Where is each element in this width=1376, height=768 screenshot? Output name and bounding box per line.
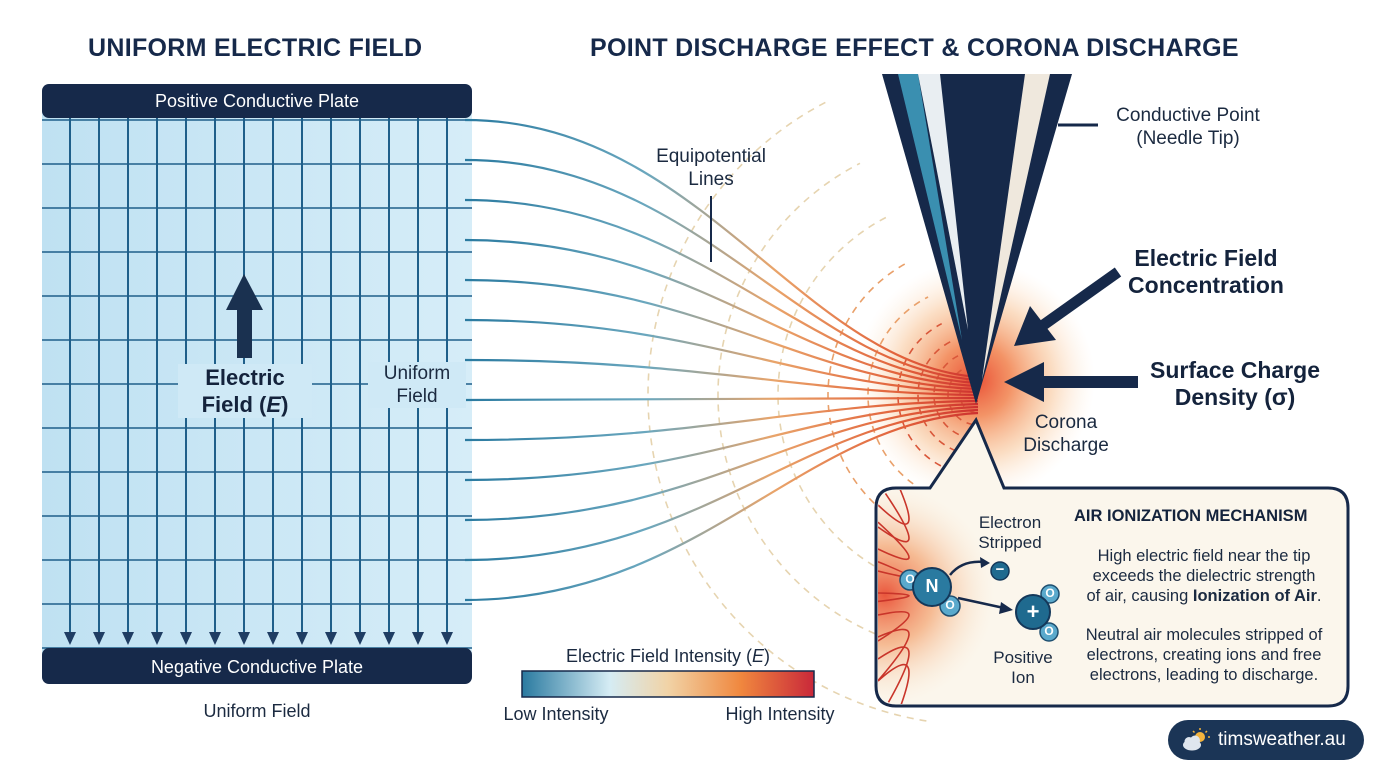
right-title: POINT DISCHARGE EFFECT & CORONA DISCHARG… (590, 34, 1239, 62)
nitrogen-atom-label: N (925, 576, 939, 596)
ionization-paragraph-1: High electric field near the tip exceeds… (1086, 547, 1322, 605)
cloud-sun-icon (1183, 728, 1210, 751)
electric-field-label: Electric Field (E) (178, 364, 312, 418)
electron-path-arrow-icon (949, 560, 985, 576)
arrow-down-icon (64, 632, 76, 645)
ion-path-arrow-icon (957, 596, 1005, 610)
field-line-curve (464, 318, 979, 394)
arrow-down-icon (296, 632, 308, 645)
ion-plus-sign: + (1026, 599, 1040, 624)
needle-label: Conductive Point (Needle Tip) (1116, 105, 1260, 149)
uniform-field-caption: Uniform Field (203, 701, 311, 721)
positive-ion (1015, 584, 1060, 642)
surface-charge-label: Surface Charge Density (σ) (1149, 357, 1320, 410)
arrow-down-icon (122, 632, 134, 645)
oxygen-atom-label-4: O (1044, 624, 1054, 638)
ionization-paragraph-2: Neutral air molecules stripped of electr… (1085, 626, 1323, 684)
nitrogen-molecule (899, 567, 961, 617)
ionization-title: AIR IONIZATION MECHANISM (1074, 507, 1308, 525)
negative-plate (42, 648, 472, 684)
field-line-curve (464, 399, 979, 442)
field-direction-arrow-icon (226, 274, 263, 358)
badge-text: timsweather.au (1218, 729, 1346, 750)
arrow-down-icon (267, 632, 279, 645)
concentration-arrow-icon (1014, 267, 1122, 346)
equipotential-line (897, 323, 966, 475)
positive-ion-label: Positive Ion (993, 648, 1053, 687)
legend-low-label: Low Intensity (503, 704, 609, 724)
equipotential-line (777, 216, 947, 594)
surface-charge-arrow-icon (1004, 362, 1138, 402)
equipotential-label: Equipotential Lines (656, 146, 766, 190)
arrow-down-icon (354, 632, 366, 645)
ionization-callout (874, 416, 1350, 708)
field-line-curve (464, 118, 979, 379)
callout-field-line (878, 521, 910, 561)
field-line-curve (464, 402, 979, 482)
arrow-down-icon (412, 632, 424, 645)
positive-plate (42, 84, 472, 118)
callout-field-line (878, 592, 910, 603)
positive-plate-label: Positive Conductive Plate (154, 91, 360, 111)
field-line-curve (464, 278, 979, 391)
needle-tip (882, 74, 1072, 404)
arrow-down-icon (383, 632, 395, 645)
field-line-curve (464, 238, 979, 388)
oxygen-atom-label-3: O (1045, 586, 1055, 600)
field-line-curve (464, 396, 979, 402)
field-line-curve (464, 358, 979, 397)
corona-label: Corona Discharge (1023, 412, 1109, 456)
intensity-colorbar (521, 670, 815, 698)
arrow-down-icon (441, 632, 453, 645)
legend-title: Electric Field Intensity (E) (565, 646, 771, 666)
arrow-down-icon (238, 632, 250, 645)
arrow-down-icon (93, 632, 105, 645)
electron-stripped-label: Electron Stripped (978, 513, 1042, 552)
oxygen-atom-label-1: O (905, 572, 915, 586)
electron-minus-sign: − (995, 561, 1005, 578)
field-line-curve (464, 158, 979, 382)
equipotential-line (717, 162, 938, 653)
arrow-down-icon (180, 632, 192, 645)
electron (990, 561, 1010, 581)
arrow-down-icon (151, 632, 163, 645)
callout-field-line (878, 490, 910, 525)
negative-plate-label: Negative Conductive Plate (150, 657, 364, 677)
arrow-down-icon (209, 632, 221, 645)
concentration-label: Electric Field Concentration (1128, 245, 1284, 298)
callout-field-line (878, 490, 910, 543)
callout-field-line (878, 663, 910, 704)
site-badge[interactable]: timsweather.au (1168, 720, 1364, 760)
field-line-curve (464, 411, 979, 602)
left-title: UNIFORM ELECTRIC FIELD (88, 34, 423, 62)
oxygen-atom-label-2: O (945, 598, 955, 612)
arrow-down-icon (325, 632, 337, 645)
callout-field-line (878, 646, 910, 704)
callout-field-line (878, 628, 910, 682)
uniform-field-inline-label: Uniform Field (368, 362, 466, 408)
callout-field-line (878, 611, 910, 642)
legend-high-label: High Intensity (725, 704, 835, 724)
field-line-curve (464, 405, 979, 522)
field-line-curve (464, 408, 979, 562)
field-line-curve (464, 198, 979, 385)
